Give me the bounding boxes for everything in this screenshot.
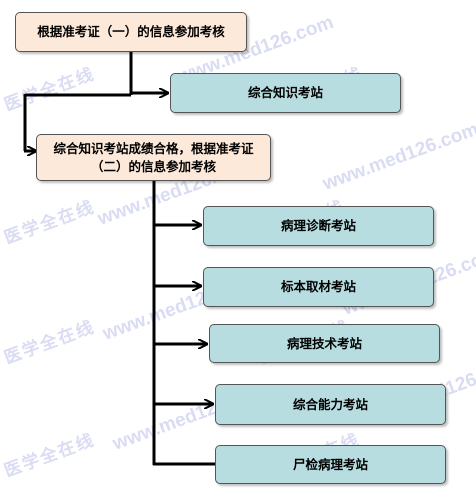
station-box-autopsy-pathology: 尸检病理考站 xyxy=(215,445,446,484)
station-box-pathology-diagnosis: 病理诊断考站 xyxy=(203,206,434,246)
middle-box: 综合知识考站成绩合格，根据准考证 （二）的信息参加考核 xyxy=(36,134,271,181)
station-box-comprehensive-ability: 综合能力考站 xyxy=(215,384,446,425)
station-box-pathology-technique: 病理技术考站 xyxy=(209,324,440,363)
station-label: 尸检病理考站 xyxy=(292,456,368,472)
station-label: 病理技术考站 xyxy=(286,335,362,351)
top-box: 根据准考证（一）的信息参加考核 xyxy=(15,12,247,52)
station-label: 标本取材考站 xyxy=(280,279,356,294)
station-label: 综合能力考站 xyxy=(292,396,368,412)
middle-box-line1: 综合知识考站成绩合格，根据准考证 xyxy=(53,140,254,156)
middle-box-line2: （二）的信息参加考核 xyxy=(90,158,216,174)
station-box-specimen-sampling: 标本取材考站 xyxy=(203,267,434,307)
station-label: 综合知识考站 xyxy=(247,85,323,100)
station-box-first: 综合知识考站 xyxy=(170,73,401,113)
top-box-label: 根据准考证（一）的信息参加考核 xyxy=(37,24,225,39)
station-label: 病理诊断考站 xyxy=(280,218,356,233)
